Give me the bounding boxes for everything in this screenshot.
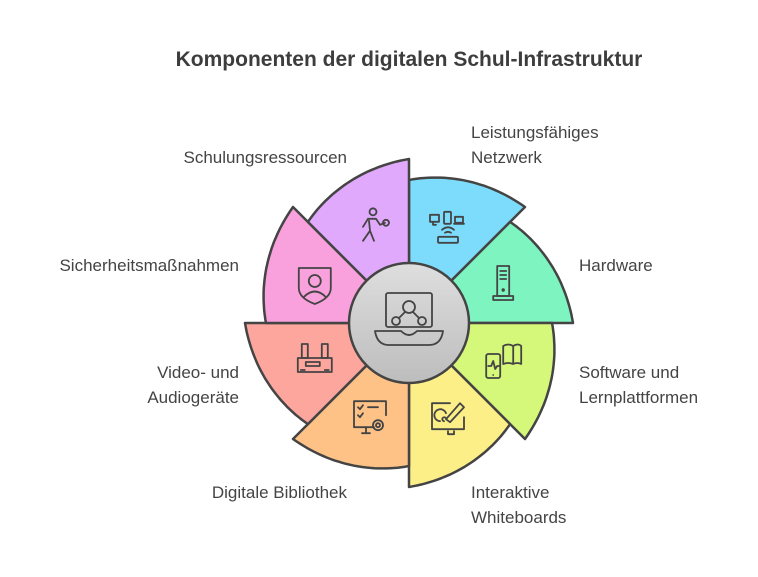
label-line: Digitale Bibliothek [211,483,347,502]
monitor-gear-icon [353,400,387,435]
shield-user-icon [297,267,332,305]
label-line: Video- und [157,363,239,382]
server-tower-icon [492,265,515,301]
whiteboard-pen-icon [431,402,465,436]
label-line: Lernplattformen [579,388,699,407]
label-sicherheit: Sicherheitsmaßnahmen [59,253,239,278]
label-line: Netzwerk [471,148,542,167]
label-netzwerk: Leistungsfähiges Netzwerk [471,120,599,170]
label-video-audio: Video- und Audiogeräte [147,360,239,410]
speakers-receiver-icon [296,343,333,373]
phone-book-icon [485,343,523,379]
network-devices-icon [429,210,465,244]
label-line: Schulungsressourcen [183,148,347,167]
center-circle [347,261,471,385]
label-line: Interaktive [471,483,550,502]
diagram-title: Komponenten der digitalen Schul-Infrastr… [175,48,643,71]
label-line: Hardware [579,256,653,275]
label-line: Audiogeräte [147,388,239,407]
label-bibliothek: Digitale Bibliothek [212,480,347,505]
label-schulung: Schulungsressourcen [184,145,347,170]
label-line: Whiteboards [471,508,567,527]
label-software: Software und Lernplattformen [579,360,698,410]
label-line: Software und [579,363,680,382]
laptop-network-icon [374,292,444,346]
training-person-icon [362,207,390,242]
label-line: Leistungsfähiges [471,123,599,142]
label-hardware: Hardware [579,253,653,278]
label-line: Sicherheitsmaßnahmen [59,256,239,275]
label-whiteboards: Interaktive Whiteboards [471,480,566,530]
